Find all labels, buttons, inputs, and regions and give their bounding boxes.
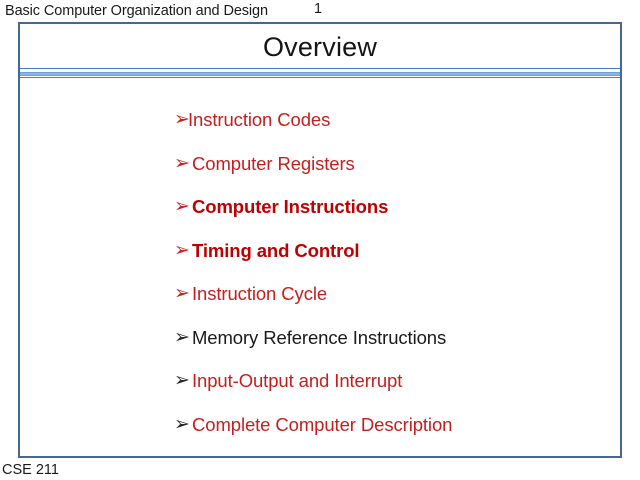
slide-page-number: 1	[314, 1, 323, 17]
list-item-label: Timing and Control	[192, 239, 360, 261]
list-item[interactable]: ➢Instruction Cycle	[174, 272, 614, 316]
list-item[interactable]: ➢Computer Registers	[174, 142, 614, 186]
list-item[interactable]: ➢Instruction Codes	[174, 98, 614, 142]
rule-line-bottom	[20, 77, 620, 78]
arrow-bullet-icon: ➢	[174, 283, 190, 305]
list-item[interactable]: ➢Computer Instructions	[174, 185, 614, 229]
running-header-title: Basic Computer Organization and Design	[5, 2, 268, 19]
arrow-bullet-icon: ➢	[174, 152, 190, 174]
list-item-label: Computer Instructions	[192, 196, 389, 218]
list-item-label: Instruction Codes	[188, 109, 331, 131]
list-item-label: Instruction Cycle	[192, 283, 328, 305]
list-item[interactable]: ➢Input-Output and Interrupt	[174, 359, 614, 403]
rule-line-thick	[20, 72, 620, 76]
rule-line-top	[20, 68, 620, 69]
list-item-label: Complete Computer Description	[192, 413, 453, 435]
slide-content-frame: Overview ➢Instruction Codes➢Computer Reg…	[18, 22, 622, 458]
list-item[interactable]: ➢Memory Reference Instructions	[174, 316, 614, 360]
slide-title: Overview	[262, 31, 378, 62]
arrow-bullet-icon: ➢	[174, 196, 190, 218]
list-item[interactable]: ➢Timing and Control	[174, 229, 614, 273]
arrow-bullet-icon: ➢	[174, 326, 190, 348]
list-item-label: Input-Output and Interrupt	[192, 370, 403, 392]
slide-running-header: Basic Computer Organization and Design 1	[0, 0, 640, 21]
arrow-bullet-icon: ➢	[174, 370, 190, 392]
overview-bullet-list: ➢Instruction Codes➢Computer Registers➢Co…	[174, 98, 614, 446]
arrow-bullet-icon: ➢	[174, 239, 190, 261]
arrow-bullet-icon: ➢	[174, 413, 190, 435]
list-item-label: Memory Reference Instructions	[192, 326, 447, 348]
list-item[interactable]: ➢Complete Computer Description	[174, 403, 614, 447]
list-item-label: Computer Registers	[192, 152, 355, 174]
slide-title-band: Overview	[20, 24, 620, 70]
slide-footer-course-code: CSE 211	[2, 462, 59, 478]
arrow-bullet-icon: ➢	[174, 109, 190, 131]
title-underline-rule	[20, 68, 620, 80]
